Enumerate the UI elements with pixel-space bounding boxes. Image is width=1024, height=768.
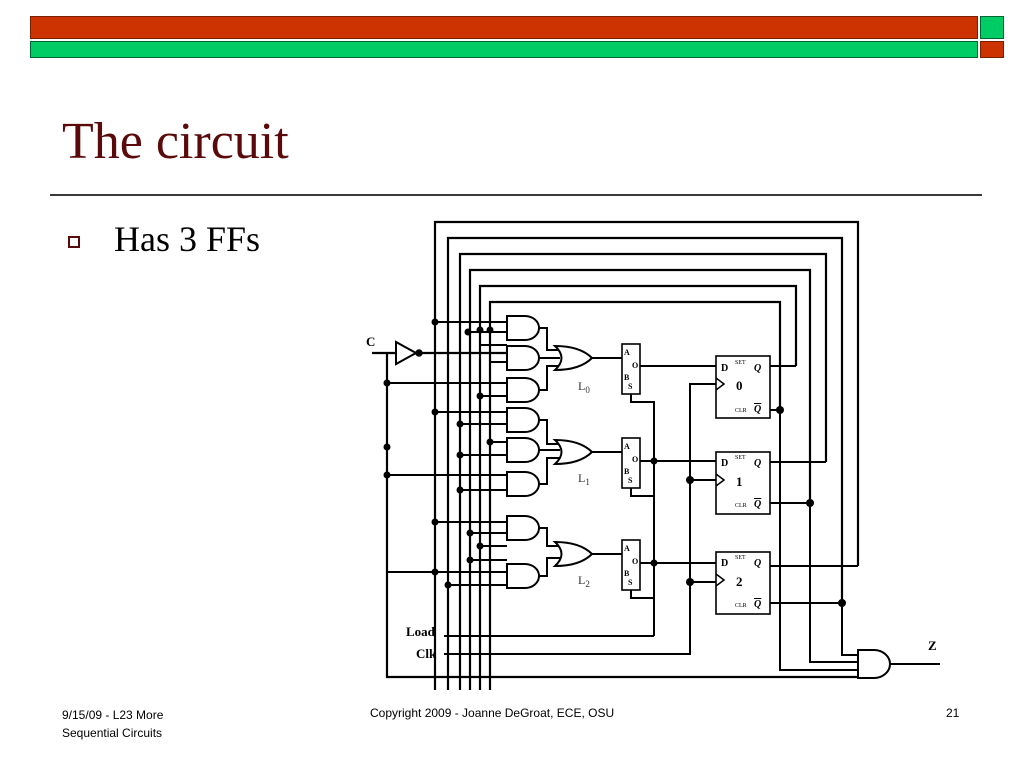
or-to-mux-wires	[592, 357, 622, 555]
ff-output-wires	[770, 365, 860, 671]
and-gate	[506, 515, 540, 541]
svg-text:Q: Q	[754, 404, 761, 415]
ff-0	[715, 355, 771, 419]
svg-text:SET: SET	[735, 360, 746, 366]
svg-text:1: 1	[736, 474, 743, 489]
svg-text:B: B	[624, 373, 630, 382]
svg-text:CLR: CLR	[735, 603, 747, 609]
header-green-bar	[30, 41, 978, 58]
svg-text:Q: Q	[754, 458, 761, 469]
and-gate	[506, 377, 540, 403]
svg-text:D: D	[721, 363, 728, 374]
and-to-or-wires	[539, 327, 560, 577]
and-gates	[506, 315, 540, 589]
input-c-label: C	[366, 334, 375, 349]
mux-to-ff-wires	[444, 365, 716, 655]
or-gate	[552, 540, 594, 568]
junction-dots	[383, 318, 846, 607]
svg-text:CLR: CLR	[735, 503, 747, 509]
output-and-gate	[857, 649, 891, 679]
title-divider	[50, 194, 982, 196]
clock-triangles	[715, 377, 726, 587]
and-gate	[506, 407, 540, 433]
svg-text:A: A	[624, 442, 630, 451]
svg-text:S: S	[628, 382, 633, 391]
mux-boxes	[621, 343, 641, 591]
svg-text:Q: Q	[754, 599, 761, 610]
clk-label: Clk	[416, 646, 437, 661]
svg-text:O: O	[632, 455, 638, 464]
footer-copyright: Copyright 2009 - Joanne DeGroat, ECE, OS…	[370, 706, 615, 720]
svg-text:S: S	[628, 578, 633, 587]
svg-text:S: S	[628, 476, 633, 485]
svg-text:D: D	[721, 558, 728, 569]
header-red-square	[980, 41, 1004, 58]
or-gate	[552, 438, 594, 466]
svg-text:SET: SET	[735, 555, 746, 561]
flip-flops	[715, 355, 771, 615]
select-label-l2: L2	[578, 573, 590, 589]
output-z-label: Z	[928, 638, 937, 653]
footer-date-line: 9/15/09 - L23 More	[62, 708, 164, 722]
ff-numbers: 0 1 2	[736, 378, 743, 589]
svg-text:Q: Q	[754, 558, 761, 569]
header-red-bar	[30, 16, 978, 39]
svg-text:SET: SET	[735, 455, 746, 461]
and-gate	[506, 315, 540, 341]
footer-course-line: Sequential Circuits	[62, 726, 163, 740]
ff-pin-labels: D SET Q CLR Q D SET Q CLR Q D SET Q CLR …	[721, 360, 761, 610]
and-gate	[506, 563, 540, 589]
c-input-wiring	[372, 351, 860, 679]
header-green-square	[980, 16, 1004, 39]
svg-text:Q: Q	[754, 499, 761, 510]
ff-1	[715, 451, 771, 515]
and-gate	[506, 437, 540, 463]
svg-text:Q: Q	[754, 363, 761, 374]
or-gates	[552, 344, 594, 568]
ff-2	[715, 551, 771, 615]
footer-page-number: 21	[946, 706, 960, 720]
mux-select-labels: L0 L1 L2	[578, 379, 590, 589]
svg-text:2: 2	[736, 574, 743, 589]
bullet-text: Has 3 FFs	[114, 219, 261, 259]
svg-text:B: B	[624, 467, 630, 476]
load-label: Load	[406, 624, 436, 639]
or-gate	[552, 344, 594, 372]
feedback-loops	[433, 220, 860, 690]
svg-text:A: A	[624, 348, 630, 357]
svg-text:O: O	[632, 361, 638, 370]
slide-title: The circuit	[62, 113, 289, 170]
and-gate	[506, 471, 540, 497]
bullet-square-icon	[68, 236, 80, 248]
mux-pin-labels: A O B S A O B S A O B S	[624, 348, 638, 587]
svg-text:A: A	[624, 544, 630, 553]
select-label-l1: L1	[578, 471, 590, 487]
and-gate	[506, 345, 540, 371]
svg-text:D: D	[721, 458, 728, 469]
select-label-l0: L0	[578, 379, 590, 395]
svg-text:B: B	[624, 569, 630, 578]
footer-left: 9/15/09 - L23 More Sequential Circuits	[62, 706, 222, 742]
svg-text:CLR: CLR	[735, 408, 747, 414]
svg-text:0: 0	[736, 378, 743, 393]
svg-text:O: O	[632, 557, 638, 566]
